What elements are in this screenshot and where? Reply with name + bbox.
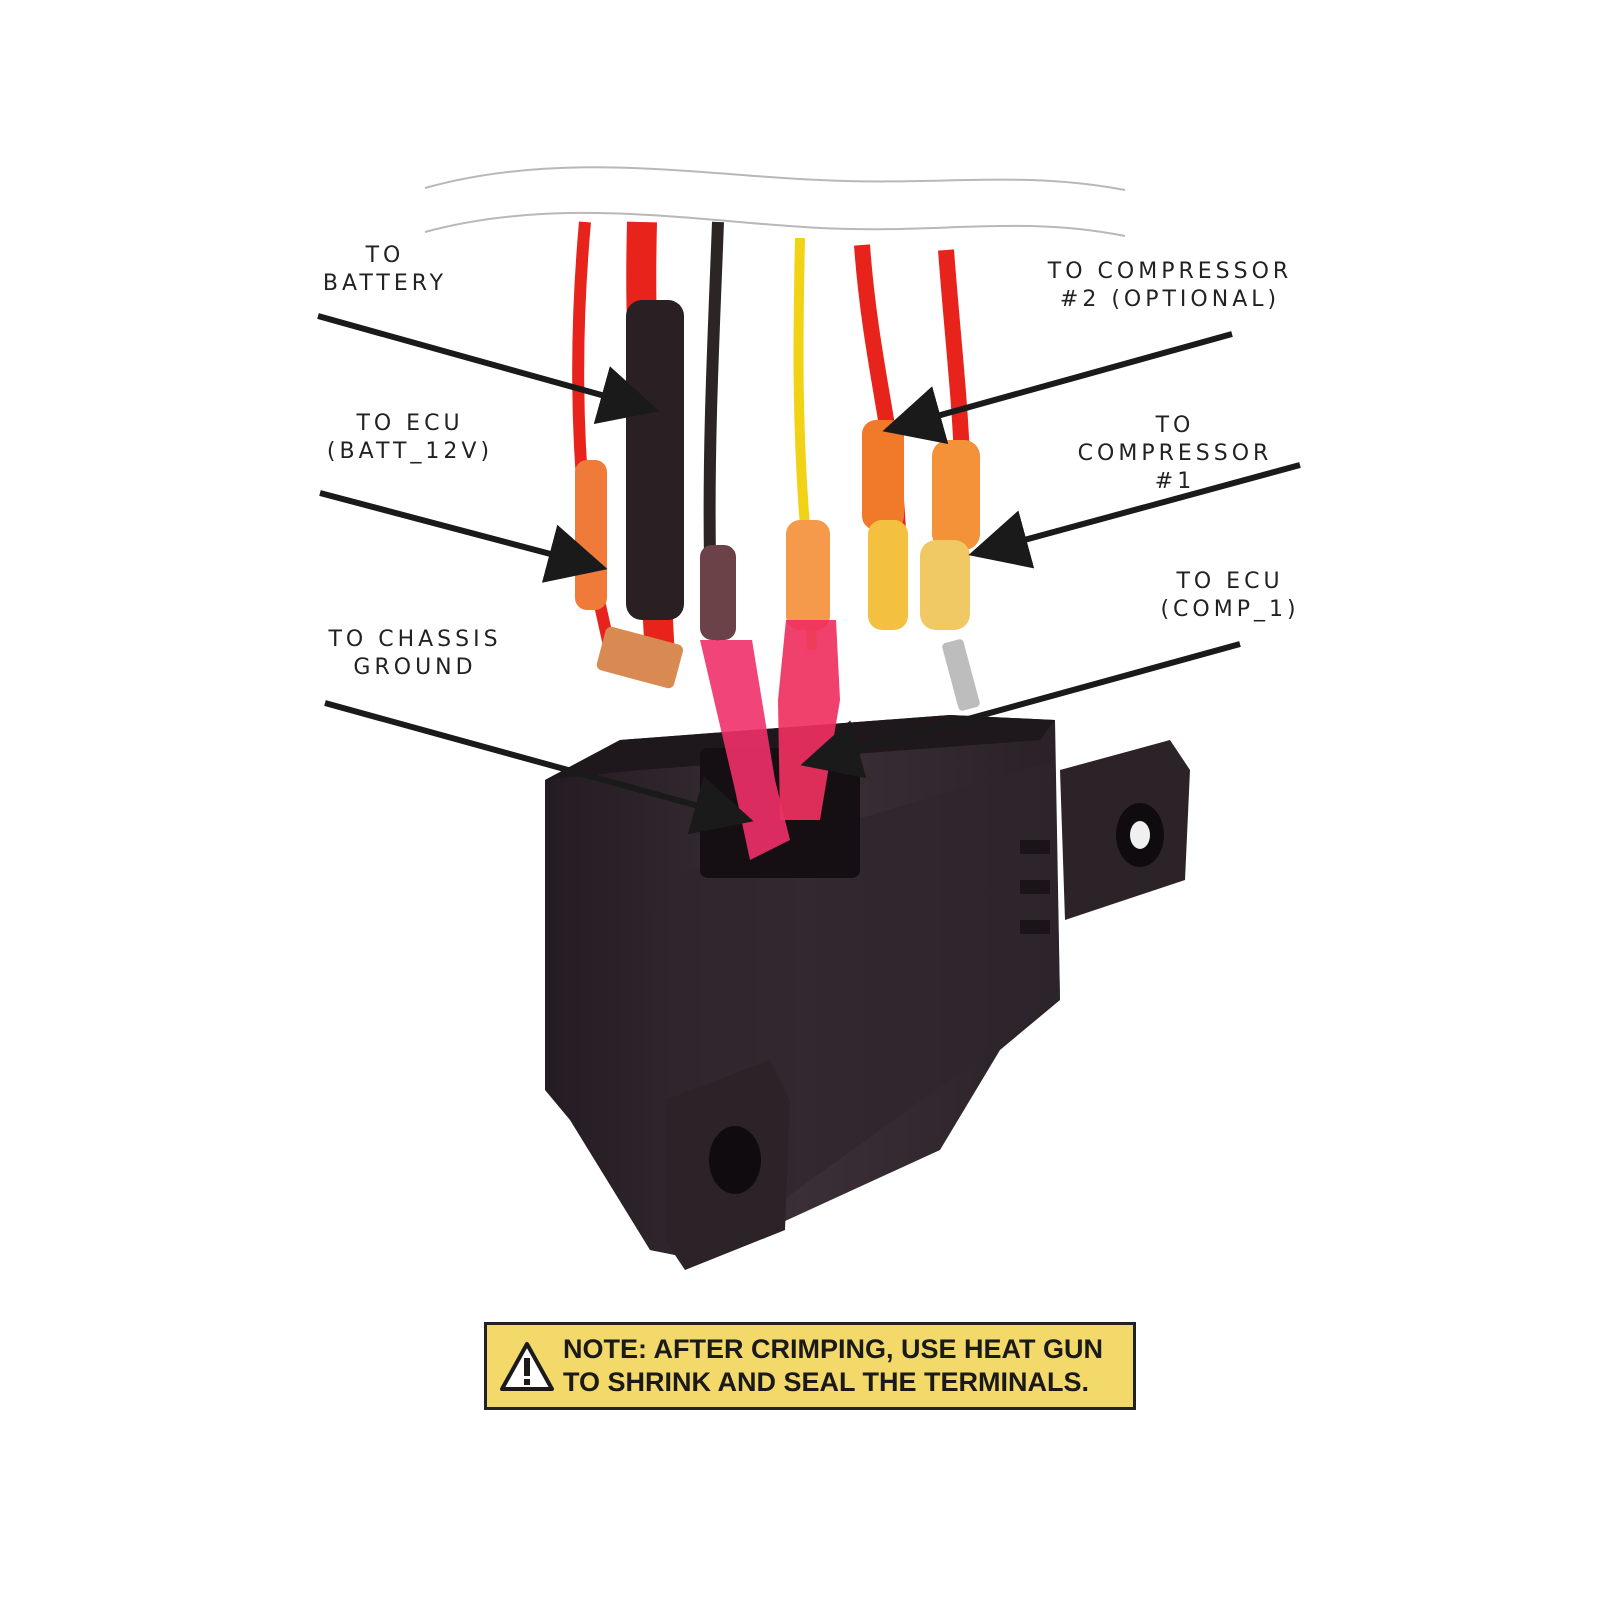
arrow-chassis	[324, 700, 754, 835]
battery-heat-shrink	[626, 300, 684, 620]
stud-screw	[942, 639, 980, 711]
wire-break-lines	[424, 166, 1126, 237]
terminal-pink-ground	[700, 640, 790, 860]
terminal-black-ground	[700, 545, 736, 640]
arrow-battery	[317, 313, 660, 425]
label-to-ecu-batt: TO ECU (BATT_12V)	[326, 411, 494, 464]
note-text: NOTE: AFTER CRIMPING, USE HEAT GUN TO SH…	[563, 1333, 1103, 1399]
label-to-compressor-1: TO COMPRESSOR #1	[1077, 413, 1273, 494]
arrow-ecu-batt	[319, 490, 608, 583]
copper-ring-terminal	[596, 626, 683, 689]
terminal-yellow-comp2	[868, 520, 908, 630]
black-wire-ground	[703, 221, 728, 641]
terminal-orange-ecu-batt	[575, 460, 607, 610]
mounting-hole-left	[709, 1126, 761, 1194]
terminal-orange-ecu-comp	[786, 520, 830, 630]
note-line-1: NOTE: AFTER CRIMPING, USE HEAT GUN	[563, 1334, 1103, 1364]
label-to-ecu-comp: TO ECU (COMP_1)	[1160, 569, 1300, 622]
relay-body	[545, 715, 1190, 1270]
arrow-comp2	[882, 331, 1233, 445]
warning-triangle-icon	[500, 1342, 554, 1391]
note-line-2: TO SHRINK AND SEAL THE TERMINALS.	[563, 1367, 1090, 1397]
arrow-ecu-comp	[800, 641, 1241, 779]
terminal-orange-comp1	[932, 440, 980, 550]
terminal-yellow-comp1	[920, 540, 970, 630]
label-to-compressor-2: TO COMPRESSOR #2 (OPTIONAL)	[1047, 259, 1293, 312]
label-to-battery: TO BATTERY	[322, 243, 448, 296]
terminal-orange-comp2	[862, 420, 904, 530]
arrow-comp1	[968, 462, 1301, 569]
note-banner: NOTE: AFTER CRIMPING, USE HEAT GUN TO SH…	[484, 1322, 1136, 1410]
pointer-arrows	[317, 313, 1301, 835]
label-to-chassis-ground: TO CHASSIS GROUND	[328, 627, 502, 680]
